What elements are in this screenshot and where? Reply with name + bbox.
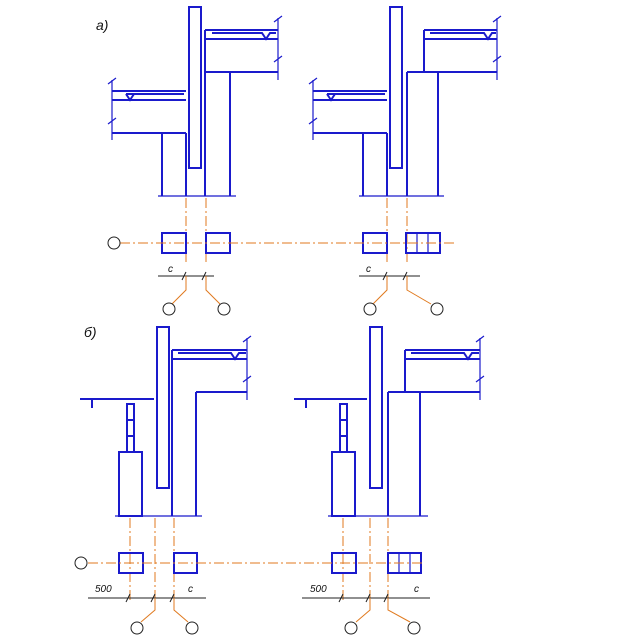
- break-b-left-up: [242, 335, 252, 400]
- wall-b-right-up: [387, 350, 421, 516]
- break-a-left-up: [273, 15, 283, 80]
- break-a-right-up: [492, 15, 502, 80]
- dim-500-b-left: 500: [95, 584, 112, 595]
- pier-b-left-top: [126, 403, 135, 453]
- axis-a-right-vertical: [386, 198, 408, 262]
- column-b-left: [156, 326, 170, 489]
- leaders-b-left: [140, 598, 189, 623]
- grid-bubble-b-left-1: [130, 621, 144, 635]
- dim-line-a-right: [359, 271, 420, 281]
- grid-bubble-a-right-2: [430, 302, 444, 316]
- wall-a-right-up: [406, 30, 439, 196]
- column-a-left: [188, 6, 202, 169]
- grid-bubble-a-left-2: [217, 302, 231, 316]
- wall-a-left-low: [161, 133, 187, 196]
- dim-line-b-right: [302, 593, 430, 603]
- leaders-a-left: [171, 276, 221, 305]
- leaders-b-right: [355, 598, 411, 623]
- slab-a-left-low: [112, 90, 186, 134]
- dim-c-a-right: c: [366, 264, 371, 275]
- pier-b-left-body: [118, 451, 143, 517]
- column-b-right: [369, 326, 383, 489]
- axis-b-right-vertical: [342, 518, 389, 600]
- detail-a-right: c: [308, 6, 502, 316]
- slab-joint-a-right-up: [430, 32, 496, 41]
- detail-a-left: c: [107, 6, 283, 316]
- label-part-a: а): [96, 17, 108, 33]
- pier-b-right-body: [331, 451, 356, 517]
- leaders-a-right: [372, 276, 432, 305]
- wall-b-left-up: [171, 350, 197, 516]
- dim-c-b-right: c: [414, 584, 419, 595]
- grid-bubble-a-main: [107, 236, 121, 250]
- grid-bubble-b-right-1: [344, 621, 358, 635]
- dim-500-b-right: 500: [310, 584, 327, 595]
- slab-joint-b-left-up: [178, 352, 246, 361]
- grid-bubble-a-left-1: [162, 302, 176, 316]
- dim-c-b-left: c: [188, 584, 193, 595]
- grid-bubble-b-main: [74, 556, 88, 570]
- break-b-right-up: [475, 335, 485, 400]
- slab-joint-a-left-up: [212, 32, 276, 41]
- break-a-right-low: [308, 77, 318, 140]
- dim-c-a-left: c: [168, 264, 173, 275]
- grid-bubble-a-right-1: [363, 302, 377, 316]
- slab-a-right-up: [407, 29, 497, 73]
- detail-b-right: 500 c: [294, 326, 485, 635]
- slab-joint-a-left-low: [125, 93, 184, 102]
- pier-b-right-top: [339, 403, 348, 453]
- wall-a-right-low: [362, 133, 388, 196]
- column-a-right: [389, 6, 403, 169]
- grid-bubble-b-right-2: [407, 621, 421, 635]
- break-a-left-low: [107, 77, 117, 140]
- dim-line-b-left: [88, 593, 206, 603]
- wall-a-left-up: [204, 30, 231, 196]
- ground-b-right: [294, 398, 367, 408]
- ground-b-left: [80, 398, 154, 408]
- grid-bubble-b-left-2: [185, 621, 199, 635]
- detail-b-left: 500 c: [80, 326, 252, 635]
- label-part-b: б): [84, 324, 97, 340]
- slab-joint-a-right-low: [326, 93, 385, 102]
- axis-a-left-vertical: [185, 198, 207, 262]
- slab-joint-b-right-up: [411, 352, 479, 361]
- axis-b-left-vertical: [129, 518, 175, 600]
- slab-a-right-low: [313, 90, 387, 134]
